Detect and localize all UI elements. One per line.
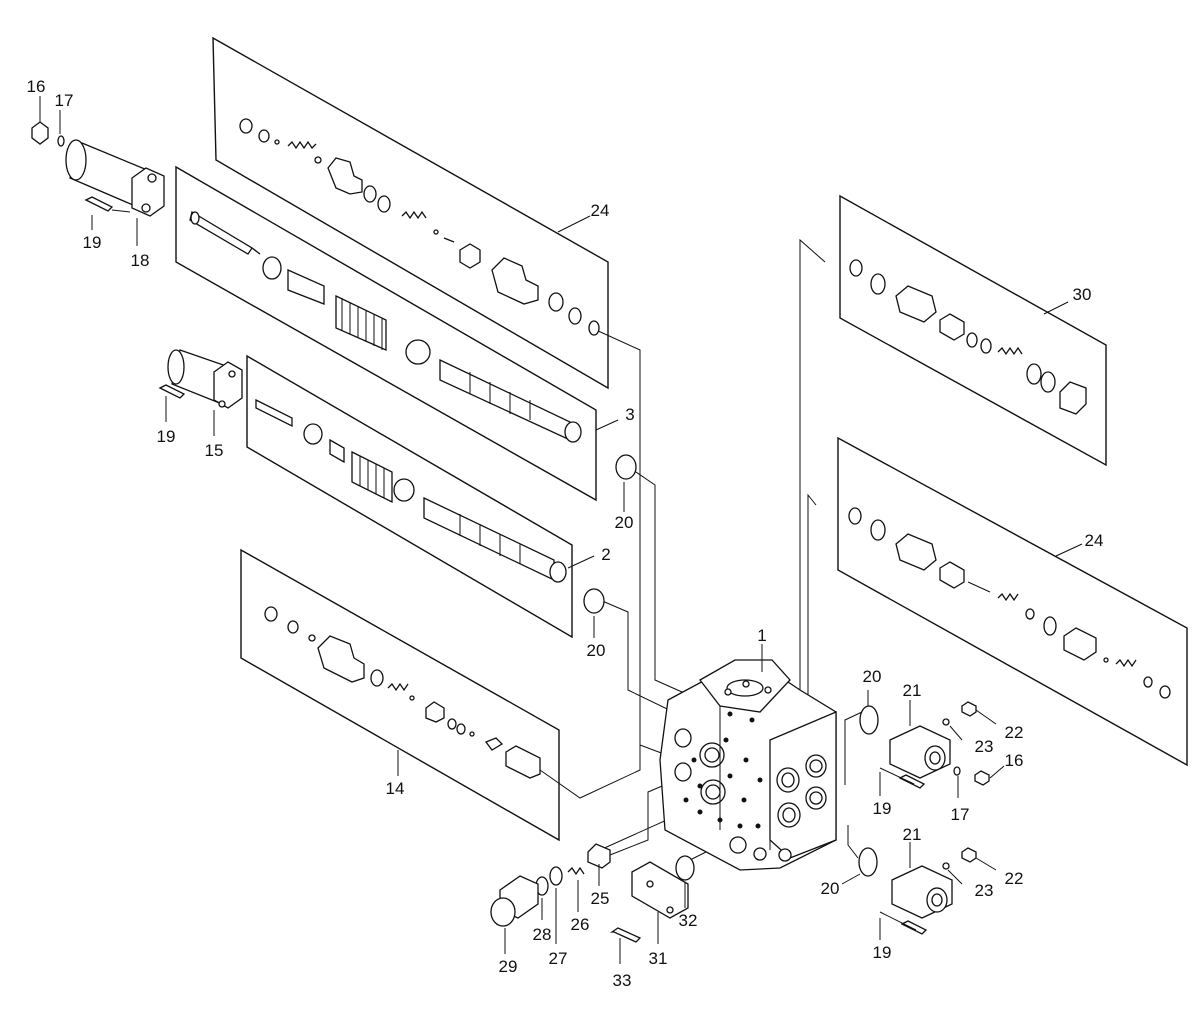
callout-24: 24	[591, 201, 610, 220]
panel-2	[246, 354, 573, 639]
label-ticks	[39, 96, 1083, 964]
bolt-19-mid	[158, 384, 186, 399]
panel-24-right	[837, 436, 1188, 767]
cover-15	[167, 349, 243, 409]
callout-29: 29	[499, 957, 518, 976]
callout-32: 32	[679, 911, 698, 930]
cap-21-lower	[891, 865, 953, 919]
panel-14	[240, 548, 560, 842]
callout-19: 19	[83, 233, 102, 252]
cap-21-upper	[889, 725, 951, 779]
callout-30: 30	[1073, 285, 1092, 304]
callout-16: 16	[27, 77, 46, 96]
callout-28: 28	[533, 925, 552, 944]
fittings-right	[898, 701, 990, 935]
callout-20: 20	[587, 641, 606, 660]
bolt-19-top	[84, 196, 131, 213]
callout-19: 19	[157, 427, 176, 446]
o-ring-20-d	[858, 847, 878, 877]
valve-body	[659, 659, 837, 871]
callout-15: 15	[205, 441, 224, 460]
cover-18	[65, 139, 165, 217]
callout-14: 14	[386, 779, 405, 798]
callout-20: 20	[821, 879, 840, 898]
relief-valve-24-right	[848, 507, 1171, 699]
callout-3: 3	[625, 405, 634, 424]
callout-33: 33	[613, 971, 632, 990]
callout-23: 23	[975, 881, 994, 900]
callout-26: 26	[571, 915, 590, 934]
relief-valve-24-top	[239, 118, 600, 336]
callout-labels: 16 17 19 18 24 3 20 19 15 2 20 14 1 30 2…	[27, 77, 1104, 990]
o-ring-20-a	[615, 454, 637, 480]
callout-17: 17	[951, 805, 970, 824]
valve-14	[264, 606, 541, 779]
o-ring-20-b	[583, 588, 605, 614]
callout-18: 18	[131, 251, 150, 270]
callout-31: 31	[649, 949, 668, 968]
callout-19: 19	[873, 799, 892, 818]
panel-3	[175, 165, 597, 502]
spool-2	[255, 398, 567, 583]
spool-3	[189, 210, 582, 443]
callout-22: 22	[1005, 723, 1024, 742]
bottom-parts	[490, 843, 695, 943]
relief-valve-30	[849, 259, 1087, 415]
callout-1: 1	[757, 626, 766, 645]
callout-22: 22	[1005, 869, 1024, 888]
plug-16-top	[31, 121, 65, 147]
callout-23: 23	[975, 737, 994, 756]
callout-25: 25	[591, 889, 610, 908]
callout-21: 21	[903, 681, 922, 700]
callout-24: 24	[1085, 531, 1104, 550]
callout-20: 20	[615, 513, 634, 532]
panel-24-top	[212, 36, 609, 390]
callout-19: 19	[873, 943, 892, 962]
o-ring-20-c	[859, 705, 879, 735]
panel-30	[839, 194, 1107, 467]
callout-16: 16	[1005, 751, 1024, 770]
callout-21: 21	[903, 825, 922, 844]
callout-20: 20	[863, 667, 882, 686]
callout-2: 2	[601, 545, 610, 564]
callout-27: 27	[549, 949, 568, 968]
callout-17: 17	[55, 91, 74, 110]
